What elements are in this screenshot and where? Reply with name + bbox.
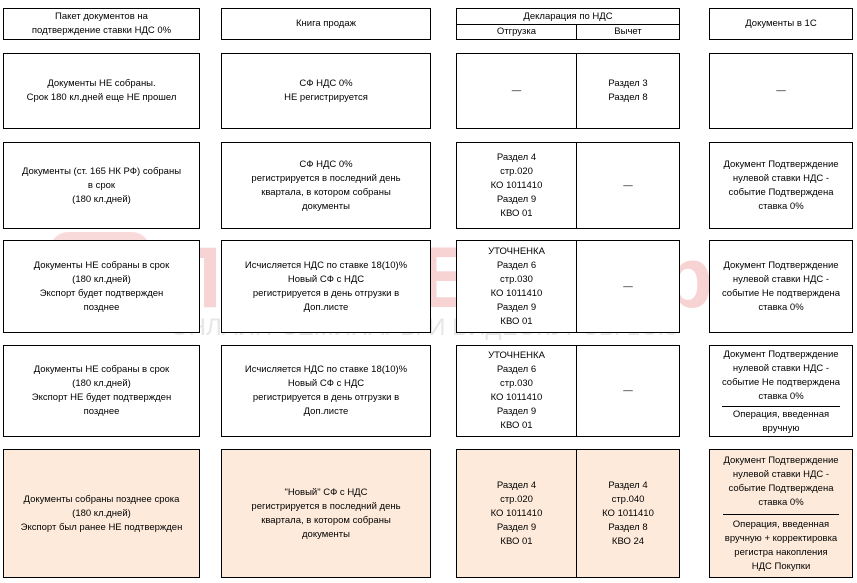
row4-docs-1c-document: Документ Подтверждение нулевой ставки НД… bbox=[721, 346, 841, 407]
row2-package: Документы (ст. 165 НК РФ) собраны в срок… bbox=[3, 142, 200, 229]
row2-docs-1c: Документ Подтверждение нулевой ставки НД… bbox=[709, 142, 853, 229]
row4-docs-1c-manual: Операция, введенная вручную bbox=[732, 408, 830, 434]
row1-deduction: Раздел 3 Раздел 8 bbox=[608, 78, 648, 103]
header-deduction: Вычет bbox=[614, 25, 642, 37]
header-docs-1c: Документы в 1С bbox=[709, 8, 853, 40]
row5-docs-1c-manual: Операция, введенная вручную + корректиро… bbox=[724, 519, 838, 572]
row4-declaration: УТОЧНЕНКА Раздел 6 стр.030 КО 1011410 Ра… bbox=[456, 345, 680, 437]
row1-declaration: — Раздел 3 Раздел 8 bbox=[456, 53, 680, 129]
row3-package: Документы НЕ собраны в срок (180 кл.дней… bbox=[3, 240, 200, 333]
header-sales-book: Книга продаж bbox=[221, 8, 431, 40]
row5-deduction: Раздел 4 стр.040 КО 1011410 Раздел 8 КВО… bbox=[602, 479, 654, 547]
header-declaration: Декларация по НДС Отгрузка Вычет bbox=[456, 8, 680, 40]
row4-package: Документы НЕ собраны в срок (180 кл.дней… bbox=[3, 345, 200, 437]
row5-package: Документы собраны позднее срока (180 кл.… bbox=[3, 449, 200, 578]
row1-sales-book: СФ НДС 0% НЕ регистрируется bbox=[221, 53, 431, 129]
row5-docs-1c-document: Документ Подтверждение нулевой ставки НД… bbox=[723, 450, 839, 515]
row3-docs-1c: Документ Подтверждение нулевой ставки НД… bbox=[709, 240, 853, 333]
row3-declaration: УТОЧНЕНКА Раздел 6 стр.030 КО 1011410 Ра… bbox=[456, 240, 680, 333]
header-package: Пакет документов на подтверждение ставки… bbox=[3, 8, 200, 40]
row4-deduction: — bbox=[623, 385, 633, 396]
row2-sales-book: СФ НДС 0% регистрируется в последний ден… bbox=[221, 142, 431, 229]
header-declaration-title: Декларация по НДС bbox=[457, 9, 679, 25]
row1-package: Документы НЕ собраны. Срок 180 кл.дней е… bbox=[3, 53, 200, 129]
row2-deduction: — bbox=[623, 179, 633, 191]
row2-declaration: Раздел 4 стр.020 КО 1011410 Раздел 9 КВО… bbox=[456, 142, 680, 229]
row3-shipment: УТОЧНЕНКА Раздел 6 стр.030 КО 1011410 Ра… bbox=[457, 241, 577, 332]
row5-docs-1c: Документ Подтверждение нулевой ставки НД… bbox=[709, 449, 853, 578]
header-shipment: Отгрузка bbox=[457, 24, 577, 39]
row3-deduction: — bbox=[623, 280, 633, 292]
row4-shipment: УТОЧНЕНКА Раздел 6 стр.030 КО 1011410 Ра… bbox=[457, 346, 577, 436]
row5-shipment: Раздел 4 стр.020 КО 1011410 Раздел 9 КВО… bbox=[457, 450, 577, 577]
row4-docs-1c: Документ Подтверждение нулевой ставки НД… bbox=[709, 345, 853, 437]
row1-shipment: — bbox=[457, 54, 577, 128]
row4-sales-book: Исчисляется НДС по ставке 18(10)% Новый … bbox=[221, 345, 431, 437]
row1-docs-1c: — bbox=[709, 53, 853, 129]
row3-sales-book: Исчисляется НДС по ставке 18(10)% Новый … bbox=[221, 240, 431, 333]
row5-declaration: Раздел 4 стр.020 КО 1011410 Раздел 9 КВО… bbox=[456, 449, 680, 578]
row5-sales-book: "Новый" СФ с НДС регистрируется в послед… bbox=[221, 449, 431, 578]
row2-shipment: Раздел 4 стр.020 КО 1011410 Раздел 9 КВО… bbox=[457, 143, 577, 228]
